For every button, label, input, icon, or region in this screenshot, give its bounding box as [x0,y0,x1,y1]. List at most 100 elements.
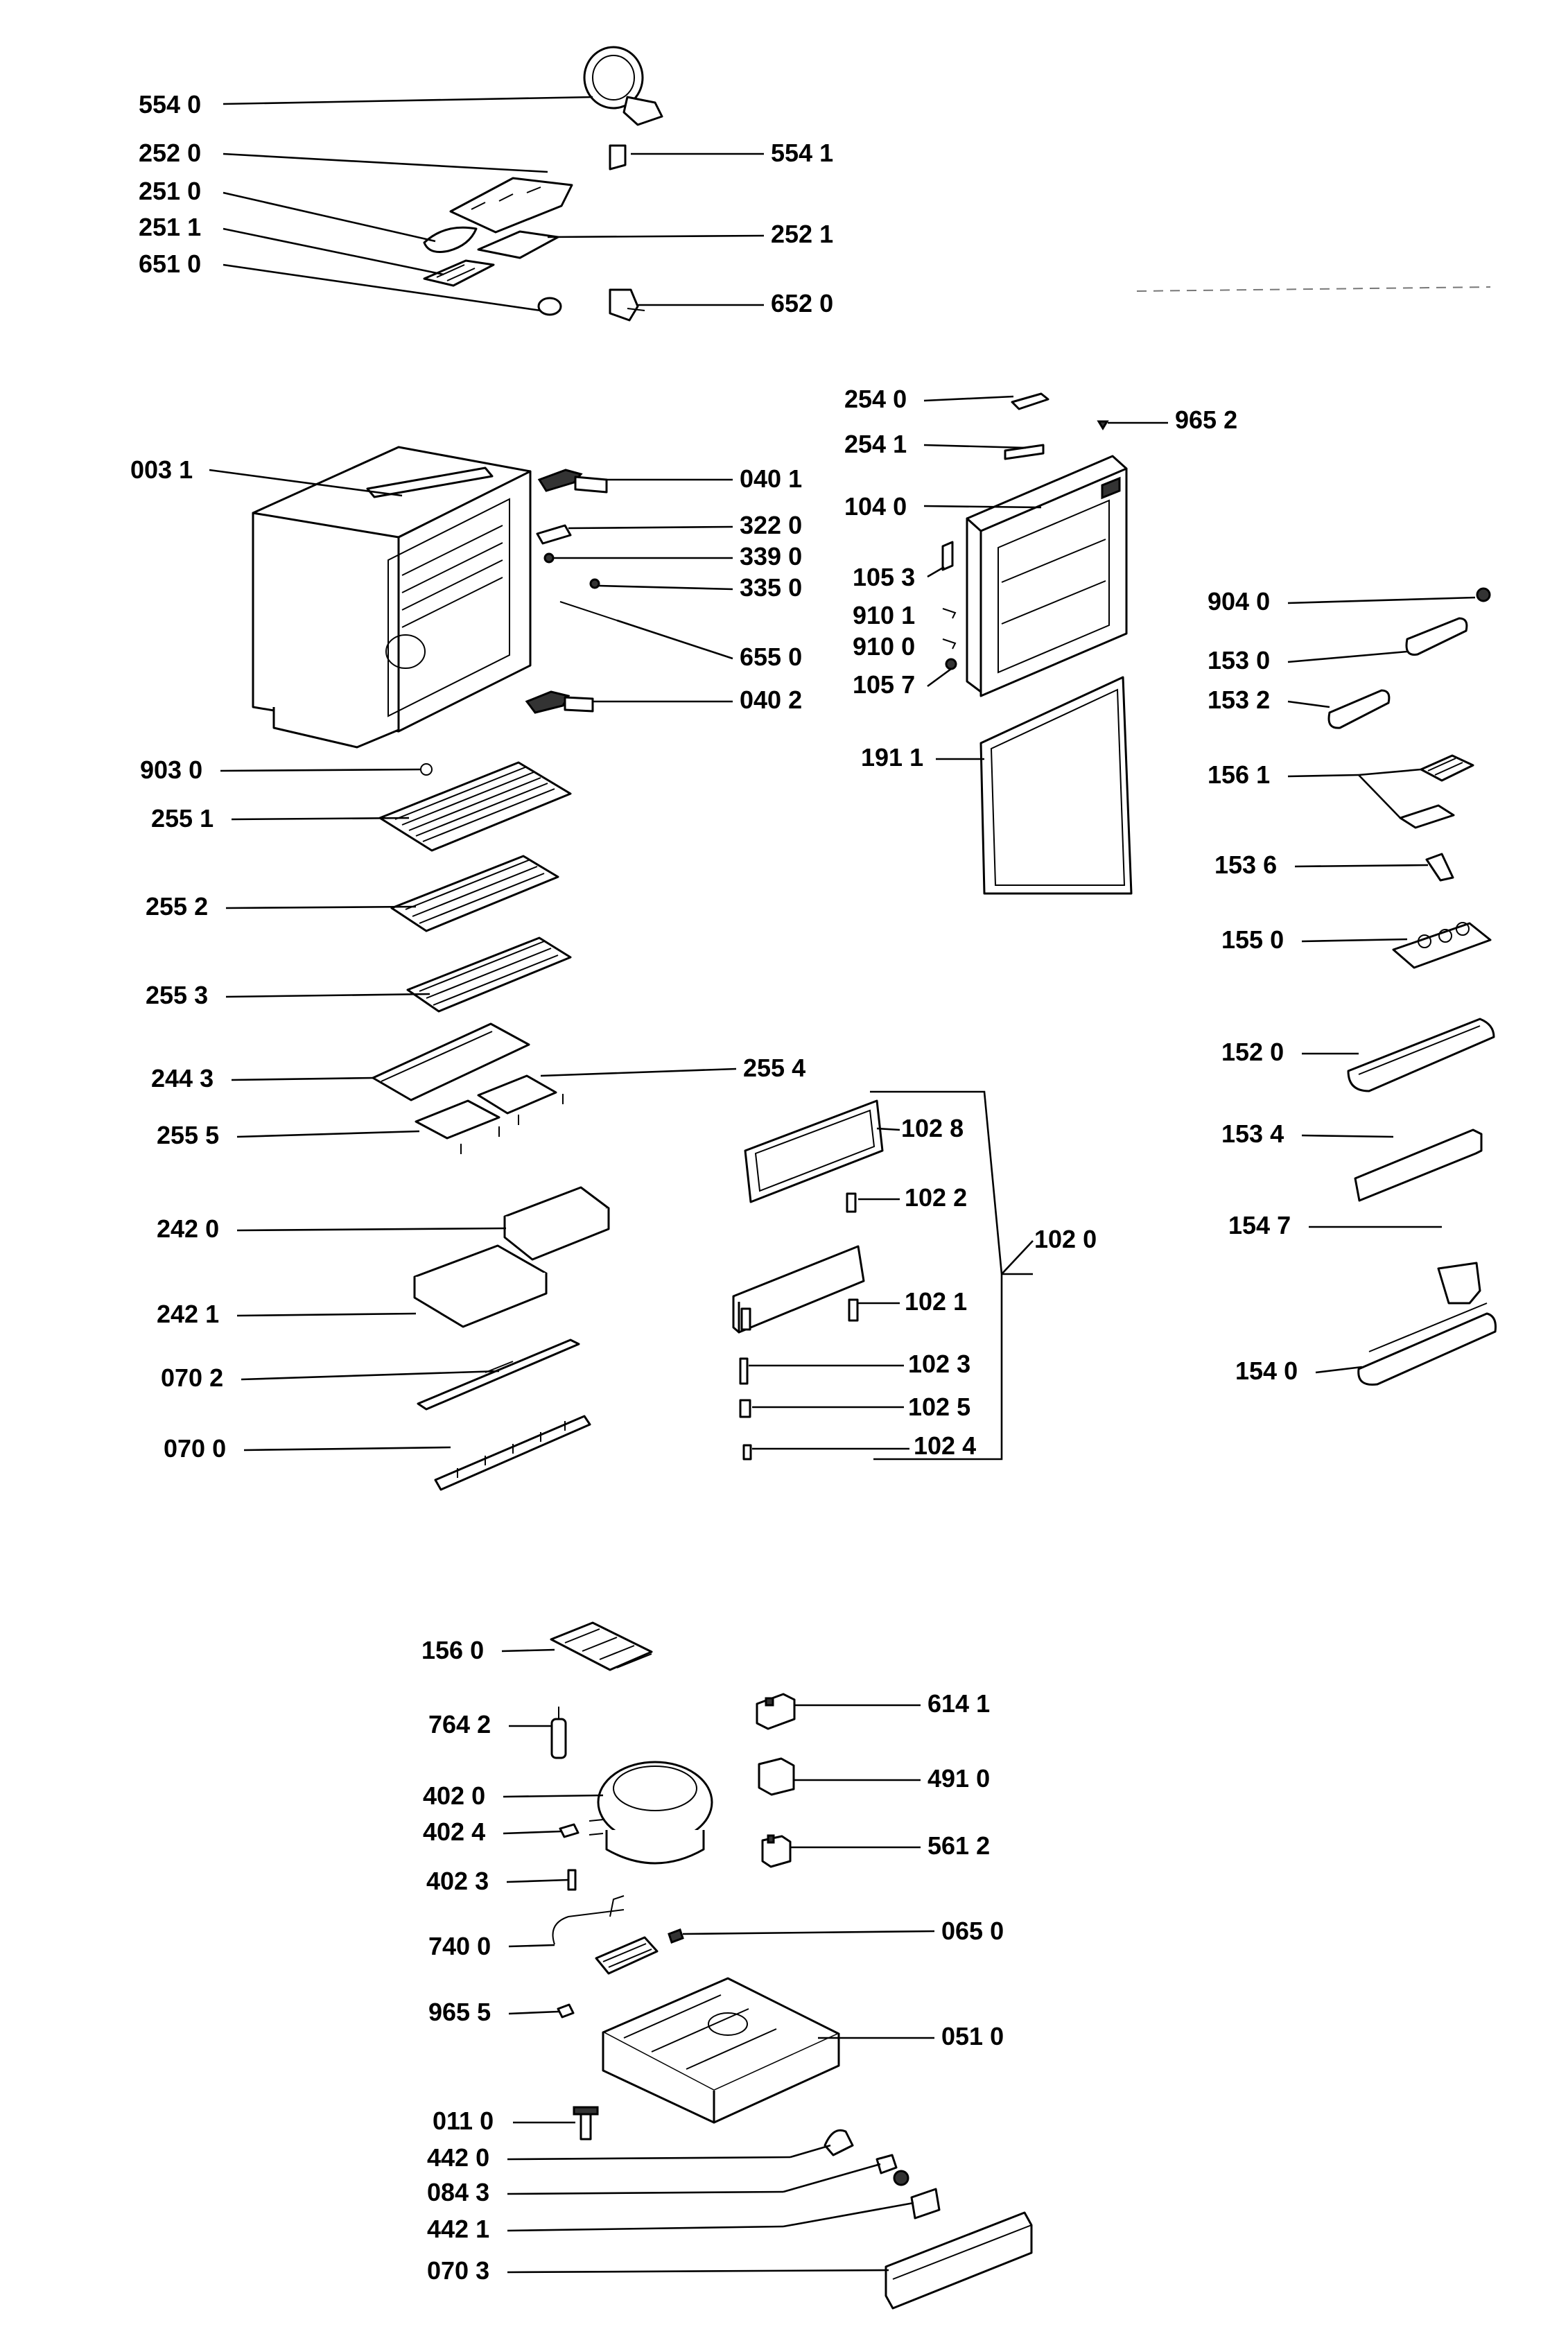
part-5541-clip [609,144,627,171]
part-4910-cover [758,1757,795,1796]
label-0031: 003 1 [130,455,193,484]
label-1532: 153 2 [1208,686,1270,714]
leader-2553 [225,993,430,998]
label-1020: 102 0 [1034,1225,1097,1253]
part-0703-edge [892,2224,1032,2280]
leader-1028 [876,1127,900,1131]
part-0402-plate [564,696,594,713]
label-1560: 156 0 [421,1636,484,1664]
leader-1532 [1287,700,1330,708]
leader-2541 [923,444,1027,449]
part-1024-stop [742,1444,752,1461]
part-2443-plate [372,1022,530,1101]
label-6520: 652 0 [771,289,833,317]
label-0401: 040 1 [740,464,802,493]
part-2553-grill [419,941,559,1006]
cabinet-evaporator [385,634,426,669]
label-9100: 910 0 [853,632,915,661]
cabinet-base [272,707,399,749]
part-2554-legs [518,1094,564,1125]
part-1021-hinge [740,1307,751,1331]
label-0650: 065 0 [941,1917,1004,1945]
part-4024-grommet [559,1823,580,1838]
label-4020: 402 0 [423,1781,485,1810]
leader-1020-tick [1001,1240,1034,1275]
part-7400-coil-detail [602,1943,652,1968]
label-1057: 105 7 [853,670,915,699]
cabinet-opening [387,498,510,717]
leader-3220 [568,525,733,530]
part-1540-bin [1357,1312,1497,1386]
label-0110: 011 0 [433,2107,494,2135]
leader-2520 [223,152,548,173]
part-5540-ring-inner [592,55,635,101]
shelves-group: 903 0 255 1 255 2 255 3 244 3 255 4 255 … [140,756,805,1491]
part-3220-bracket [536,524,572,545]
part-1520-lip [1358,1025,1481,1075]
part-6520-shaft [627,308,645,311]
part-2555-support [415,1099,500,1140]
scan-artifact-line [1136,286,1491,292]
label-2421: 242 1 [157,1300,219,1328]
part-2443-edge [381,1031,493,1082]
part-2511-plate [423,259,495,287]
leader-4023 [506,1879,569,1883]
label-1561: 156 1 [1208,760,1270,789]
leader-1057 [927,668,952,688]
part-1536-clip [1425,853,1454,882]
leader-9655 [508,2010,559,2015]
part-1911-gasket-inner [990,688,1126,886]
leader-7400 [508,1944,555,1948]
label-0703: 070 3 [427,2256,489,2285]
part-9652-pin [1097,420,1109,430]
leader-1536 [1294,864,1429,868]
part-1021-flap-top [732,1245,865,1334]
part-6520-knob [609,288,639,322]
part-1550-egg-1 [1418,934,1431,948]
part-1540-lip [1368,1302,1488,1352]
part-3350-screw [589,578,600,589]
part-2520-housing [449,177,573,234]
part-4020-base [605,1830,705,1865]
label-1053: 105 3 [853,563,915,591]
part-2553-shelf [406,936,572,1013]
leader-0650 [682,1930,935,1935]
part-0401-plate [574,476,608,494]
part-2420-drawer-body [503,1208,610,1261]
label-3350: 335 0 [740,573,802,602]
part-1550-egg-2 [1438,929,1452,943]
label-1530: 153 0 [1208,646,1270,674]
label-4910: 491 0 [927,1764,990,1793]
part-6510-bulb [537,297,562,316]
part-1561-detail [1427,758,1463,776]
leader-0702 [241,1370,500,1381]
label-2554: 255 4 [743,1054,805,1082]
leader-2511 [223,227,444,276]
hinge-group: 040 1 322 0 339 0 335 0 655 0 040 2 [525,464,802,714]
part-4020-pipes [589,1819,604,1836]
part-1560-ice-tray [550,1621,653,1671]
leader-4420 [507,2156,791,2161]
leader-1550 [1301,938,1408,943]
label-1024: 102 4 [914,1431,976,1460]
part-7400-pipe [552,1909,625,1945]
part-4023-clip [567,1869,577,1891]
part-1561-tray [1420,754,1474,782]
part-1532-cover [1327,689,1391,729]
part-0402-hinge [525,690,570,714]
label-1025: 102 5 [908,1393,970,1421]
part-0510-well [708,2012,748,2036]
part-1025-catch [739,1399,751,1418]
part-1561-plate [1399,804,1455,829]
label-0700: 070 0 [164,1434,226,1463]
label-4420: 442 0 [427,2143,489,2172]
label-2510: 251 0 [139,177,201,205]
freezer-flap-group: 102 0 102 8 102 2 102 1 102 3 102 5 102 … [732,1090,1097,1461]
door-group: 254 0 965 2 254 1 104 0 105 3 910 1 910 … [844,385,1237,895]
label-2443: 244 3 [151,1064,214,1092]
part-1040-door-edge [966,517,982,693]
label-1040: 104 0 [844,492,907,521]
part-9040-knob [1476,587,1491,602]
part-1022-clip [846,1192,857,1213]
